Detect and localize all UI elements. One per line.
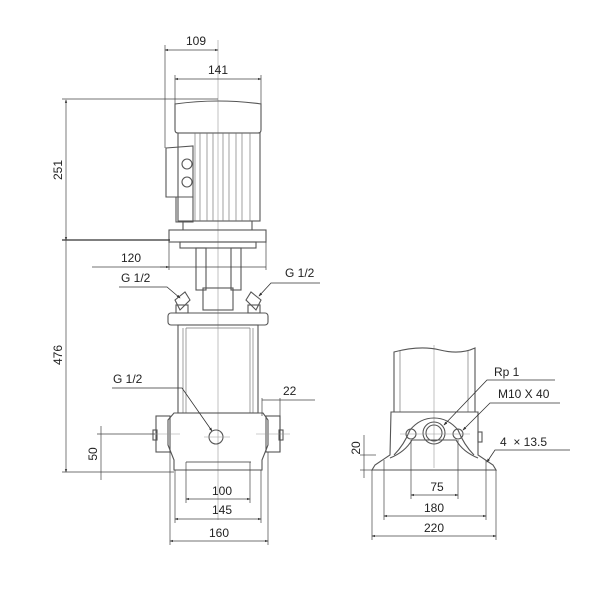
- label-vent-right: G 1/2: [285, 266, 315, 280]
- dim-100: 100: [212, 484, 232, 498]
- dim-220: 220: [424, 521, 444, 535]
- label-holes: 4 × 13.5: [500, 435, 547, 449]
- pump-sleeve-section: [393, 347, 476, 413]
- motor: [165, 100, 262, 231]
- label-m10x40: M10 X 40: [498, 387, 550, 401]
- label-rp1: Rp 1: [494, 365, 520, 379]
- dim-180: 180: [424, 501, 444, 515]
- inlet-port: [422, 421, 446, 445]
- label-vent-left: G 1/2: [121, 271, 151, 285]
- terminal-box: [165, 145, 194, 198]
- dim-251: 251: [51, 160, 65, 180]
- side-view: Rp 1 M10 X 40 4 × 13.5 20 75 180 220: [349, 345, 570, 540]
- dim-22: 22: [283, 384, 297, 398]
- dimensions-side: Rp 1 M10 X 40 4 × 13.5 20 75 180 220: [349, 365, 570, 540]
- motor-stool: [168, 229, 267, 314]
- dim-141: 141: [208, 63, 228, 77]
- dim-160: 160: [209, 526, 229, 540]
- dim-50: 50: [86, 447, 100, 461]
- dim-20: 20: [349, 441, 363, 455]
- dim-75: 75: [430, 480, 444, 494]
- pump-base: [150, 412, 290, 471]
- pump-chamber: [167, 312, 269, 414]
- dim-109: 109: [186, 34, 206, 48]
- dimensions-front: 109 141 251 476 120 G 1/2 G 1/2: [51, 34, 320, 545]
- dim-120: 120: [121, 251, 141, 265]
- dim-476: 476: [51, 345, 65, 365]
- dim-145: 145: [212, 503, 232, 517]
- front-view: 109 141 251 476 120 G 1/2 G 1/2: [51, 34, 320, 545]
- label-drain: G 1/2: [113, 372, 143, 386]
